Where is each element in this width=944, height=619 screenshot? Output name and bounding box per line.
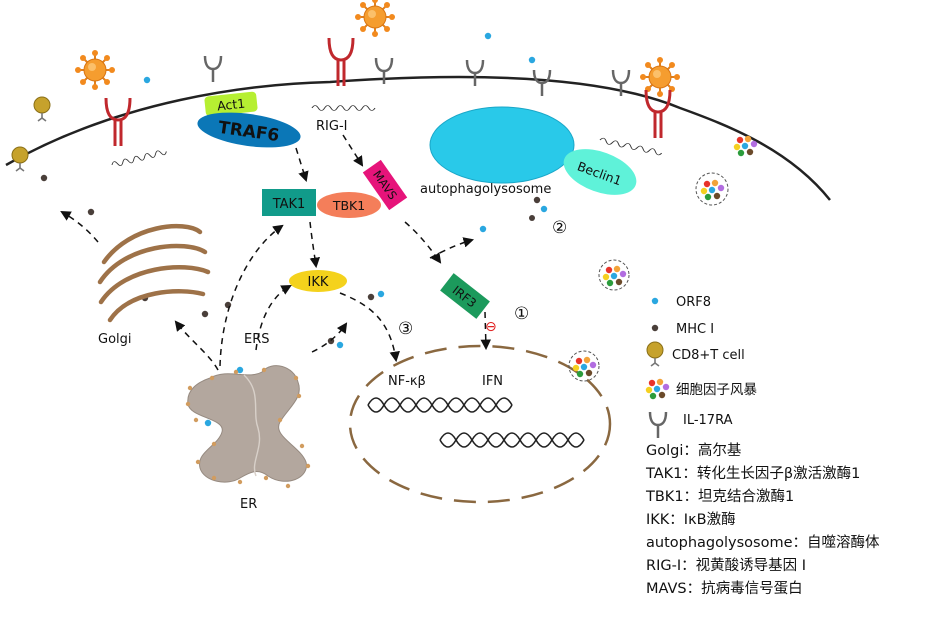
virus-icon (74, 49, 116, 91)
legend-mhc: MHC Ⅰ (676, 322, 714, 337)
mavs-node (362, 159, 408, 211)
cd8-t-cell-icon (11, 146, 29, 172)
step-3-marker: ③ (398, 319, 413, 339)
tak1-node (262, 189, 316, 216)
ifn-label: IFN (482, 374, 503, 389)
cytokine-cluster-icon (568, 350, 600, 382)
traf6-node (197, 112, 301, 148)
step-2-marker: ② (552, 218, 567, 238)
tbk1-label: TBK1 (332, 198, 365, 213)
ikk-node (289, 270, 347, 292)
signaling-arrows (60, 134, 492, 371)
act1-node (204, 91, 258, 117)
glossary: Golgi：高尔基 TAK1：转化生长因子β激活激酶1 TBK1：坦克结合激酶1… (646, 440, 944, 601)
legend: ORF8 MHC Ⅰ CD8+T cell 细胞因子风暴 IL-17RA (645, 295, 757, 440)
golgi-apparatus (97, 224, 211, 323)
ace2-receptor (104, 96, 132, 148)
autophagolysosome-label: autophagolysosome (420, 182, 551, 197)
glossary-item: autophagolysosome：自噬溶酶体 (646, 535, 880, 551)
cytokine-cluster-icon (695, 172, 729, 206)
ers-label: ERS (244, 332, 270, 347)
glossary-item: TBK1：坦克结合激酶1 (646, 489, 795, 505)
il17ra-receptor-icon (532, 68, 552, 98)
tak1-label: TAK1 (272, 197, 306, 212)
virus-icon (354, 0, 396, 38)
beclin1-node (563, 149, 637, 195)
il17ra-receptor-icon (203, 54, 223, 84)
irf3-node (440, 273, 490, 319)
glossary-item: RIG-Ⅰ：视黄酸诱导基因 Ⅰ (646, 558, 806, 574)
glossary-item: Golgi：高尔基 (646, 443, 742, 459)
tbk1-node (317, 192, 381, 218)
mhc-legend-icon (651, 324, 659, 332)
legend-il17ra: IL-17RA (683, 413, 733, 428)
autophagolysosome (429, 106, 575, 184)
cytokine-cluster-icon (598, 259, 630, 291)
cell-membrane (5, 75, 831, 201)
rig-i-label: RIG-Ⅰ (316, 119, 347, 134)
ikk-label: IKK (308, 275, 329, 290)
step-1-marker: ① (514, 304, 529, 324)
inhibit-marker: ⊖ (485, 319, 497, 335)
cd8-legend-icon (646, 341, 664, 367)
glossary-item: MAVS：抗病毒信号蛋白 (646, 581, 803, 597)
nucleus (348, 344, 612, 504)
legend-cd8: CD8+T cell (672, 348, 745, 363)
orf8-particles (143, 32, 555, 427)
er-label: ER (240, 497, 257, 512)
glossary-item: IKK：IκB激酶 (646, 512, 736, 528)
act1-label: Act1 (216, 96, 245, 114)
cd8-t-cell-icon (33, 96, 51, 122)
ace2-receptor (327, 36, 355, 88)
il17ra-receptor-icon (465, 58, 485, 88)
legend-orf8: ORF8 (676, 295, 711, 310)
nfkb-label: NF-κβ (388, 374, 426, 389)
endoplasmic-reticulum (185, 365, 311, 489)
legend-cytokine: 细胞因子风暴 (676, 382, 757, 398)
golgi-label: Golgi (98, 332, 132, 347)
cytokine-legend-icon (645, 378, 670, 400)
dna-helix (367, 397, 585, 448)
il17ra-legend-icon (648, 410, 668, 440)
glossary-item: TAK1：转化生长因子β激活激酶1 (646, 466, 861, 482)
orf8-legend-icon (651, 297, 659, 305)
